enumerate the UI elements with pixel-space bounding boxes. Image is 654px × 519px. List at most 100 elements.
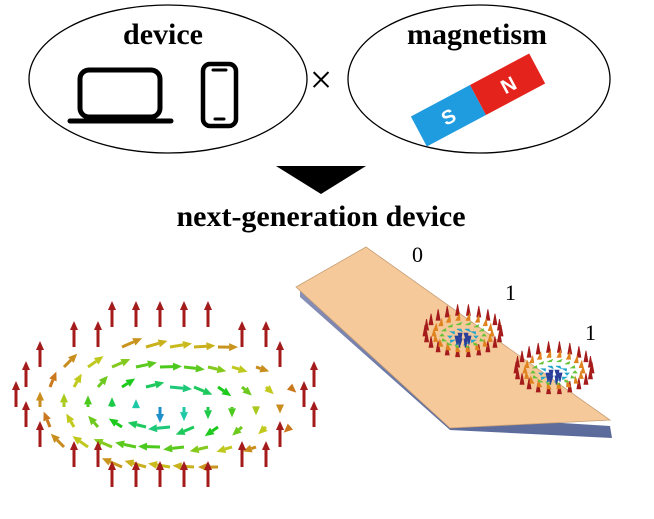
spin-vector-head (148, 461, 158, 469)
spin-vector (218, 387, 224, 391)
spin-arrow (456, 304, 460, 315)
spin-vector-head (115, 441, 125, 449)
spin-arrow (584, 373, 588, 384)
magnetism-concept: magnetism S N (348, 5, 610, 153)
spin-arrow (556, 366, 561, 368)
spin-arrow (483, 319, 487, 326)
spin-vector-head (132, 399, 140, 408)
spin-vector (122, 383, 128, 387)
spin-arrow (488, 324, 492, 331)
spin-vector-head (206, 342, 215, 350)
spin-vector-head (276, 341, 284, 350)
spin-vector (136, 364, 148, 367)
spin-vector (184, 367, 196, 368)
spin-vector-head (238, 365, 248, 373)
spin-vector-head (147, 361, 157, 369)
spin-arrow (565, 362, 570, 364)
spin-vector (212, 427, 218, 431)
spin-vector-head (22, 401, 30, 410)
spin-vector-head (36, 421, 44, 430)
spin-vector-head (262, 441, 270, 450)
spin-vector-head (36, 341, 44, 350)
times-operator: × (310, 57, 333, 102)
down-arrow-icon (276, 166, 366, 194)
spin-vector (124, 444, 136, 447)
spin-vector-head (156, 414, 164, 423)
spin-vector (194, 387, 204, 391)
spin-arrow (541, 369, 545, 371)
spin-vector-head (264, 385, 273, 394)
skyrmion-spin-texture (12, 301, 318, 487)
spin-arrow (539, 362, 544, 364)
spin-arrow (557, 360, 562, 362)
spin-vector-head (108, 397, 116, 406)
spin-vector (80, 441, 88, 447)
spin-arrow (493, 314, 497, 325)
spin-vector-head (252, 406, 260, 415)
spin-vector-head (138, 443, 147, 451)
spin-vector-head (262, 321, 270, 330)
spin-vector-head (310, 361, 318, 370)
spin-arrow (571, 366, 575, 368)
spin-vector-head (190, 445, 200, 453)
spin-vector-head (204, 301, 212, 310)
spin-vector-head (310, 401, 318, 410)
spin-vector (122, 342, 134, 347)
spin-vector (50, 380, 53, 387)
spin-vector-head (60, 393, 68, 402)
spin-vector-head (300, 381, 308, 390)
spin-vector-head (12, 381, 20, 390)
spin-arrow (527, 346, 531, 357)
spin-vector (251, 447, 256, 449)
spin-arrow (584, 351, 588, 362)
spin-arrow (547, 341, 551, 352)
spin-vector-head (259, 365, 269, 373)
device-concept: device (29, 5, 307, 153)
spin-arrow (563, 369, 567, 371)
spin-vector-head (108, 301, 116, 310)
spin-vector-head (195, 364, 204, 372)
spin-vector (194, 346, 206, 347)
spin-vector (94, 423, 98, 427)
spin-vector (116, 423, 122, 427)
spin-vector (146, 385, 156, 387)
spin-vector (112, 363, 122, 367)
spin-vector-head (238, 441, 246, 450)
spin-vector-head (173, 462, 182, 470)
spin-vector (170, 345, 183, 347)
spin-vector-head (163, 444, 172, 452)
spin-vector-head (180, 412, 188, 421)
spin-vector-head (287, 384, 296, 393)
spin-vector (102, 443, 112, 447)
spin-vector-head (70, 321, 78, 330)
track-label-0: 0 (412, 242, 423, 267)
spin-vector-head (276, 405, 284, 414)
spin-vector (225, 447, 232, 449)
device-label: device (123, 18, 203, 51)
spin-vector-head (276, 421, 284, 430)
skyrmion-racetrack: 0 1 1 (296, 242, 612, 438)
spin-vector (232, 367, 239, 369)
spin-vector (136, 425, 146, 427)
spin-vector-head (36, 392, 44, 401)
spin-vector-head (183, 384, 192, 392)
spin-arrow (547, 360, 552, 362)
spin-vector (57, 440, 64, 447)
spin-arrow (520, 351, 524, 362)
spin-vector (98, 383, 102, 387)
spin-vector (47, 420, 50, 427)
spin-vector-head (217, 365, 227, 373)
spin-arrow (573, 371, 577, 373)
track-label-1b: 1 (585, 320, 596, 345)
spin-arrow (579, 361, 583, 368)
spin-vector-head (128, 421, 138, 429)
spin-vector (242, 387, 245, 390)
spin-vector (146, 343, 159, 347)
spin-vector-head (180, 301, 188, 310)
spin-vector (157, 427, 170, 428)
track-label-1a: 1 (505, 280, 516, 305)
spin-vector-head (148, 424, 157, 432)
spin-arrow (565, 373, 569, 375)
magnetism-label: magnetism (407, 18, 547, 51)
